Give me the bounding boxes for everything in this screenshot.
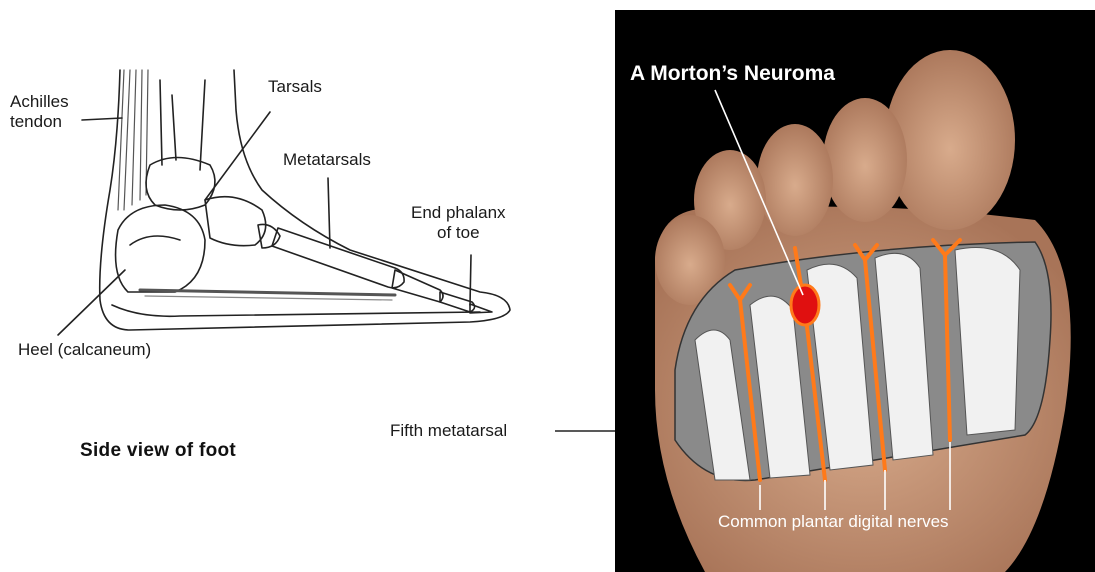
sole-view-foot-illustration: [615, 10, 1095, 572]
mortons-neuroma-title: A Morton’s Neuroma: [630, 62, 835, 86]
label-fifth-metatarsal: Fifth metatarsal: [390, 421, 507, 441]
label-common-plantar-digital-nerves: Common plantar digital nerves: [718, 512, 949, 532]
